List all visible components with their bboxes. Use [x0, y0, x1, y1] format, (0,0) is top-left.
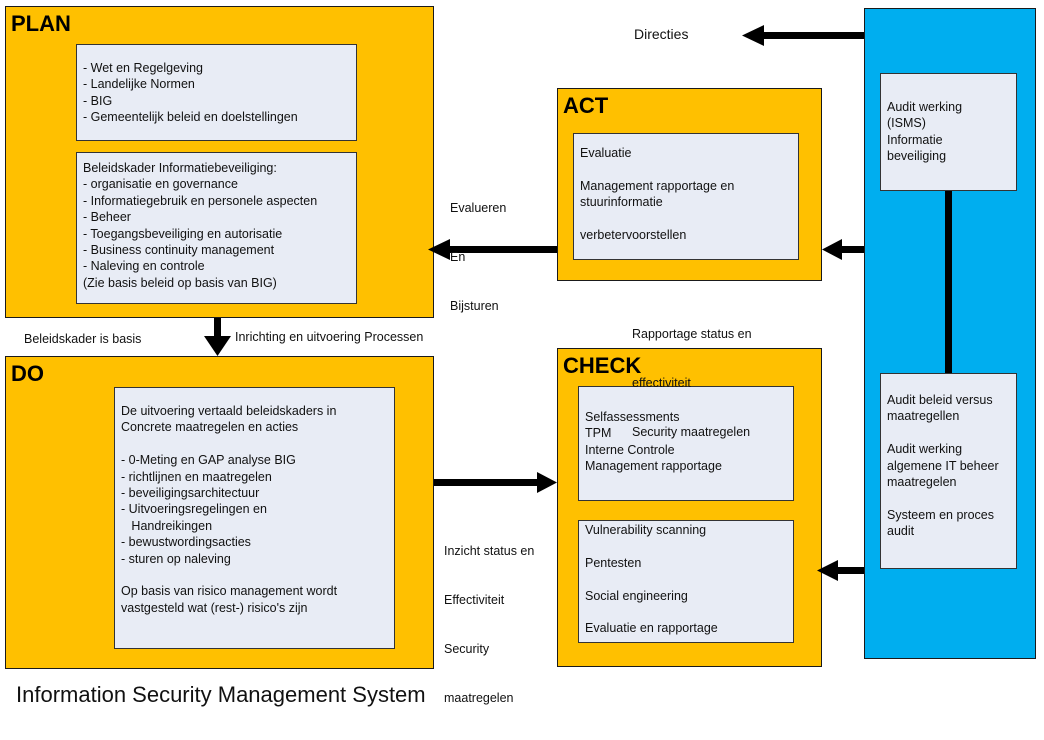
- do-line: - richtlijnen en maatregelen: [121, 469, 272, 484]
- do-line: Op basis van risico management wordt: [121, 584, 338, 599]
- plan-policy-line: - Informatiegebruik en personele aspecte…: [83, 193, 318, 208]
- check-line: [585, 538, 787, 554]
- do-line: vastgesteld wat (rest-) risico's zijn: [121, 600, 308, 615]
- rapportage-line: Rapportage status en: [632, 326, 752, 341]
- act-line: verbetervoorstellen: [580, 228, 687, 242]
- do-line: - 0-Meting en GAP analyse BIG: [121, 453, 296, 468]
- do-box: De uitvoering vertaald beleidskaders in …: [114, 387, 395, 649]
- do-line: De uitvoering vertaald beleidskaders in: [121, 404, 337, 418]
- act-line: [580, 161, 792, 177]
- do-line: Handreikingen: [121, 518, 213, 533]
- audit-line: (ISMS): [887, 116, 926, 131]
- plan-source-line: - Wet en Regelgeving: [83, 61, 203, 75]
- rapportage-label: Rapportage status en effectiviteit Secur…: [632, 293, 752, 473]
- check-assessment-box: Selfassessments TPM Interne Controle Man…: [578, 386, 794, 501]
- directies-label: Directies: [634, 26, 689, 42]
- plan-policy-line: - Business continuity management: [83, 243, 275, 258]
- plan-do-arrow-head: [204, 336, 231, 356]
- rapportage-line: Security maatregelen: [632, 425, 751, 440]
- audit-line: [887, 425, 1010, 441]
- evalueren-line: En: [450, 250, 466, 265]
- check-line: Management rapportage: [585, 459, 722, 474]
- isms-diagram: PLAN - Wet en Regelgeving - Landelijke N…: [5, 6, 1036, 707]
- check-line: Interne Controle: [585, 442, 675, 457]
- do-line: [121, 567, 388, 583]
- plan-source-line: - BIG: [83, 93, 113, 108]
- check-line: Selfassessments: [585, 410, 680, 424]
- audit-isms-box: Audit werking (ISMS) Informatie beveilig…: [880, 73, 1017, 191]
- check-line: [585, 571, 787, 587]
- evalueren-line: Evalueren: [450, 200, 507, 215]
- plan-policy-line: - Naleving en controle: [83, 259, 205, 274]
- audit-line: audit: [887, 524, 915, 539]
- check-phase: CHECK Selfassessments TPM Interne Contro…: [557, 348, 822, 667]
- plan-do-arrow-shaft: [214, 318, 221, 338]
- audit-line: Systeem en proces: [887, 507, 994, 522]
- plan-policy-box: Beleidskader Informatiebeveiliging: - or…: [76, 152, 357, 304]
- plan-source-line: - Landelijke Normen: [83, 77, 195, 92]
- do-line: Concrete maatregelen en acties: [121, 420, 299, 435]
- check-line: Social engineering: [585, 588, 688, 603]
- act-line: stuurinformatie: [580, 195, 663, 210]
- plan-source-line: - Gemeentelijk beleid en doelstellingen: [83, 110, 298, 125]
- plan-policy-line: - Beheer: [83, 210, 131, 225]
- audit-line: maatregelen: [887, 475, 957, 490]
- do-title: DO: [11, 361, 44, 386]
- audit-act-arrow-head: [822, 239, 842, 260]
- diagram-caption: Information Security Management System: [16, 682, 426, 707]
- check-line: Pentesten: [585, 555, 642, 570]
- check-line: Evaluatie en rapportage: [585, 621, 718, 636]
- audit-line: beveiliging: [887, 149, 947, 164]
- directies-arrow-shaft: [762, 32, 864, 39]
- check-line: Vulnerability scanning: [585, 523, 707, 537]
- check-line: [585, 604, 787, 620]
- act-line: Evaluatie: [580, 146, 632, 160]
- do-phase: DO De uitvoering vertaald beleidskaders …: [5, 356, 434, 669]
- audit-line: Audit beleid versus: [887, 393, 993, 407]
- do-line: [121, 436, 388, 452]
- inzicht-line: Security: [444, 642, 490, 657]
- rapportage-line: effectiviteit: [632, 376, 691, 391]
- act-line: Management rapportage en: [580, 178, 735, 193]
- audit-line: maatregellen: [887, 409, 960, 424]
- directies-arrow-head: [742, 25, 764, 46]
- plan-policy-line: - Toegangsbeveiliging en autorisatie: [83, 226, 283, 241]
- do-line: - sturen op naleving: [121, 551, 231, 566]
- inzicht-line: Inzicht status en: [444, 543, 535, 558]
- audit-line: [887, 490, 1010, 506]
- beleidskader-basis-label: Beleidskader is basis: [24, 332, 142, 346]
- audit-check-arrow-shaft: [836, 567, 864, 574]
- act-box: Evaluatie Management rapportage en stuur…: [573, 133, 799, 260]
- audit-line: Audit werking: [887, 100, 963, 114]
- act-line: [580, 211, 792, 227]
- do-line: - bewustwordingsacties: [121, 535, 251, 550]
- do-line: - beveiligingsarchitectuur: [121, 486, 260, 501]
- audit-line: algemene IT beheer: [887, 458, 999, 473]
- check-title: CHECK: [563, 353, 642, 378]
- audit-controls-box: Audit beleid versus maatregellen Audit w…: [880, 373, 1017, 569]
- plan-sources-box: - Wet en Regelgeving - Landelijke Normen…: [76, 44, 357, 141]
- plan-policy-line: Beleidskader Informatiebeveiliging:: [83, 161, 277, 175]
- audit-line: Informatie: [887, 132, 943, 147]
- plan-title: PLAN: [11, 11, 71, 36]
- audit-line: Audit werking: [887, 442, 963, 457]
- do-check-arrow-head: [537, 472, 557, 493]
- check-line: TPM: [585, 426, 612, 441]
- do-line: - Uitvoeringsregelingen en: [121, 502, 267, 517]
- audit-act-arrow-shaft: [840, 246, 864, 253]
- evalueren-line: Bijsturen: [450, 299, 499, 314]
- plan-policy-line: (Zie basis beleid op basis van BIG): [83, 275, 277, 290]
- act-title: ACT: [563, 93, 609, 118]
- check-testing-box: Vulnerability scanning Pentesten Social …: [578, 520, 794, 643]
- evalueren-label: Evalueren En Bijsturen: [450, 167, 506, 347]
- plan-phase: PLAN - Wet en Regelgeving - Landelijke N…: [5, 6, 434, 318]
- plan-policy-line: - organisatie en governance: [83, 177, 238, 192]
- act-phase: ACT Evaluatie Management rapportage en s…: [557, 88, 822, 281]
- do-check-arrow-shaft: [434, 479, 539, 486]
- inzicht-line: Effectiviteit: [444, 593, 505, 608]
- inzicht-label: Inzicht status en Effectiviteit Security…: [444, 510, 534, 740]
- inrichting-label: Inrichting en uitvoering Processen: [235, 330, 424, 344]
- inzicht-line: maatregelen: [444, 691, 514, 706]
